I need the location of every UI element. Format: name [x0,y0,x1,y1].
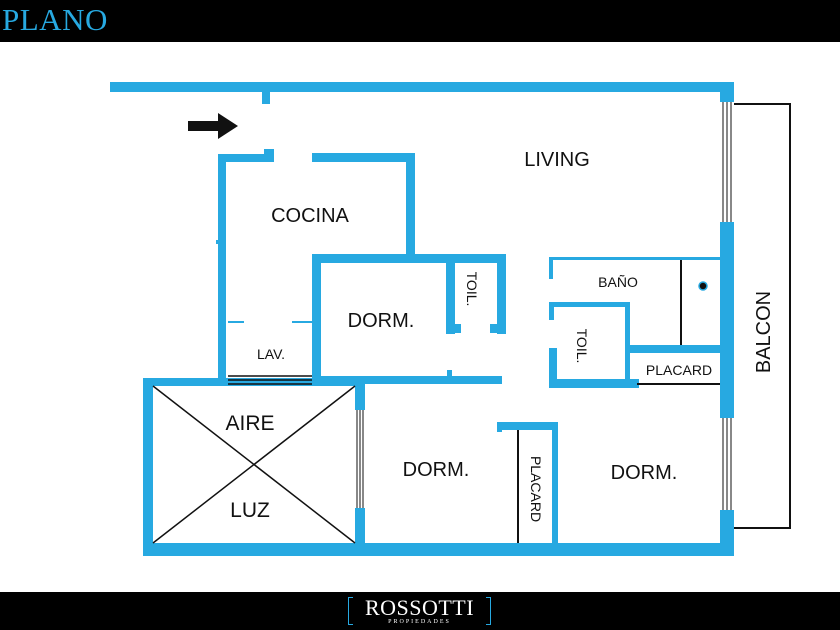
logo-bracket-right [486,597,491,625]
room-label-aire: AIRE [225,412,274,435]
room-label-placard-bottom: PLACARD [528,456,544,522]
room-label-dorm-bottom-right: DORM. [611,462,678,484]
room-label-placard-right: PLACARD [646,362,712,378]
logo-bracket-left [348,597,353,625]
room-label-living: LIVING [524,149,590,171]
logo-subtitle: PROPIEDADES [388,619,451,625]
company-logo: ROSSOTTI PROPIEDADES [348,595,491,626]
drain-icon [698,281,708,291]
footer-bar: ROSSOTTI PROPIEDADES [0,592,840,630]
room-label-lav: LAV. [257,346,285,362]
room-label-dorm-center: DORM. [348,310,415,332]
room-label-cocina: COCINA [271,205,349,227]
page-title: PLANO [2,2,108,37]
room-label-toil-left: TOIL. [464,272,480,307]
header-bar: PLANO [0,0,840,42]
logo-name: ROSSOTTI [364,595,475,620]
room-label-bano: BAÑO [598,274,638,290]
room-label-luz: LUZ [230,499,270,522]
floor-plan: LIVING COCINA DORM. TOIL. BAÑO TOIL. PLA… [110,82,791,556]
room-label-balcon: BALCON [753,291,775,373]
room-label-toil-right: TOIL. [574,329,590,364]
walls [110,82,734,556]
thin-lines [152,102,791,544]
lav-divider [216,240,312,323]
room-label-dorm-bottom-left: DORM. [403,459,470,481]
entrance-arrow-icon [188,113,238,139]
